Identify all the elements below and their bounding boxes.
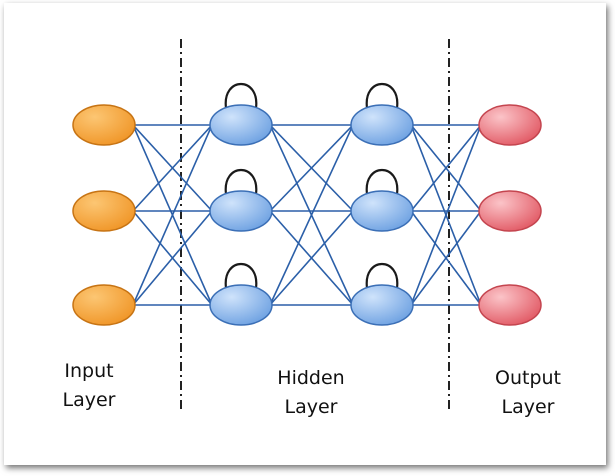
hidden1-neuron-2 xyxy=(209,190,273,232)
output-layer-label-line2: Layer xyxy=(502,396,555,418)
layer-dividers xyxy=(180,39,450,413)
output-neuron-2 xyxy=(478,190,542,232)
input-neuron-2 xyxy=(72,190,136,232)
hidden2-neuron-3 xyxy=(350,284,414,326)
self-loop-hidden1-2 xyxy=(224,169,258,195)
input-layer-label-line2: Layer xyxy=(63,389,116,411)
layer-labels: Input Layer Hidden Layer Output Layer xyxy=(63,360,561,418)
hidden1-neuron-3 xyxy=(209,284,273,326)
hidden2-neuron-2 xyxy=(350,190,414,232)
connection-hidden1-3-to-hidden2-1 xyxy=(269,124,354,306)
input-layer-label-line1: Input xyxy=(64,360,113,382)
connection-input-3-to-hidden1-2 xyxy=(132,210,213,306)
self-loop-hidden2-3 xyxy=(365,263,399,289)
diagram-frame: Input Layer Hidden Layer Output Layer xyxy=(4,3,606,465)
connection-hidden2-3-to-output-1 xyxy=(410,124,482,306)
connections xyxy=(132,124,482,306)
connection-hidden2-2-to-output-1 xyxy=(410,124,482,212)
output-layer-label-line1: Output xyxy=(495,367,561,389)
connection-input-2-to-hidden1-1 xyxy=(132,124,213,212)
output-neuron-1 xyxy=(478,104,542,146)
self-loop-hidden1-1 xyxy=(224,83,258,109)
hidden-layer-label-line1: Hidden xyxy=(277,367,344,389)
input-neuron-1 xyxy=(72,104,136,146)
hidden-layer-label-line2: Layer xyxy=(285,396,338,418)
connection-input-3-to-hidden1-1 xyxy=(132,124,213,306)
output-neuron-3 xyxy=(478,284,542,326)
hidden1-neuron-1 xyxy=(209,104,273,146)
neural-network-diagram: Input Layer Hidden Layer Output Layer xyxy=(63,39,561,418)
input-neuron-3 xyxy=(72,284,136,326)
hidden2-neuron-1 xyxy=(350,104,414,146)
connection-hidden1-2-to-hidden2-1 xyxy=(269,124,354,212)
connection-hidden2-3-to-output-2 xyxy=(410,210,482,306)
recurrent-loops xyxy=(224,83,399,289)
neurons xyxy=(72,104,542,326)
self-loop-hidden2-2 xyxy=(365,169,399,195)
connection-hidden1-3-to-hidden2-2 xyxy=(269,210,354,306)
self-loop-hidden1-3 xyxy=(224,263,258,289)
self-loop-hidden2-1 xyxy=(365,83,399,109)
